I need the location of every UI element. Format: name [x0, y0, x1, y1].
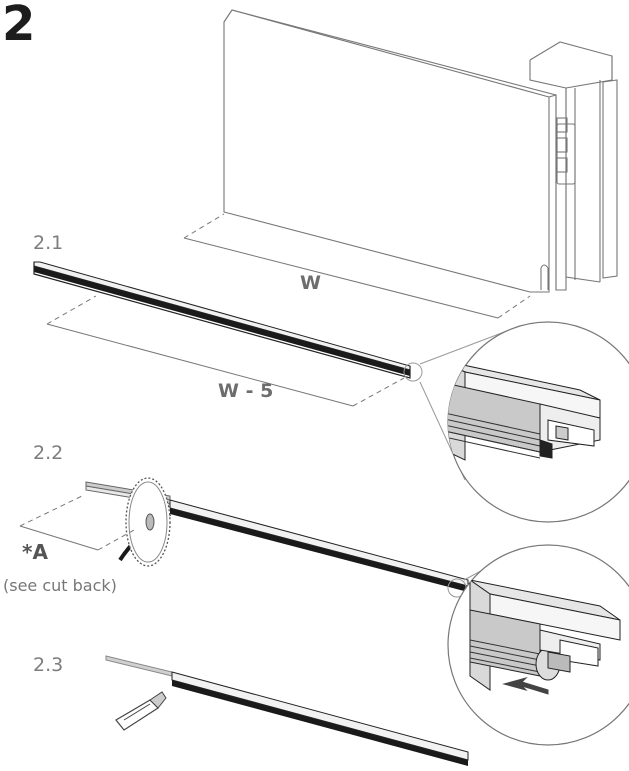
w-dimension [183, 213, 531, 319]
utility-knife-icon [115, 691, 167, 731]
bar-2-1 [33, 261, 423, 382]
bar-2-3 [105, 655, 469, 766]
width-label: W [300, 272, 321, 294]
zoom-detail-top [447, 321, 629, 523]
reduced-width-label: W - 5 [218, 380, 274, 402]
window-frame-illustration [223, 9, 618, 293]
push-arrow-icon [502, 677, 549, 695]
saw-blade-icon [125, 477, 171, 567]
substep-label-2-1: 2.1 [33, 232, 64, 254]
zoom-detail-bottom [447, 544, 629, 746]
cut-back-note: (see cut back) [3, 576, 117, 595]
step-number: 2 [2, 0, 36, 52]
bar-2-2 [85, 481, 469, 598]
w5-dimension [46, 295, 405, 407]
substep-label-2-2: 2.2 [33, 442, 64, 464]
a-label: *A [22, 540, 48, 564]
a-dimension [19, 495, 135, 551]
substep-label-2-3: 2.3 [33, 654, 64, 676]
